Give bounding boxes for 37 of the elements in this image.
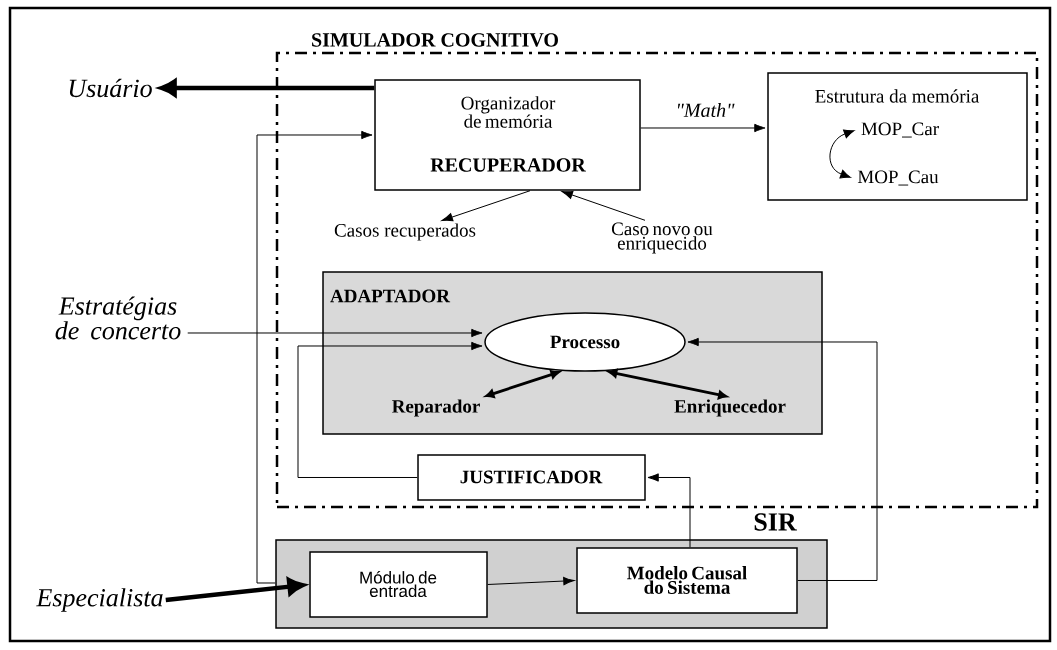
component-label: Enriquecedor [674, 399, 786, 417]
box-label: RECUPERADOR [430, 158, 586, 172]
arrow [640, 123, 766, 133]
flow-label: Caso novo ou enriquecido [611, 222, 713, 254]
box-label: Módulo de entrada [360, 570, 437, 598]
component-label: Reparador [392, 399, 480, 417]
module-box [767, 72, 1028, 201]
box-label: SIMULADOR COGNITIVO [312, 33, 558, 47]
module-box [309, 551, 488, 618]
box-label: Modelo Causal do Sistema [627, 566, 747, 594]
arrow [485, 370, 560, 399]
arrow [297, 341, 483, 478]
actor-label: Usuário [69, 78, 152, 98]
box-label: Estrutura da memória [815, 89, 980, 103]
arrow [441, 190, 531, 222]
box-label: JUSTIFICADOR [460, 470, 603, 484]
flow-label: Casos recuperados [334, 223, 476, 241]
arrow [256, 130, 373, 584]
box-label: ADAPTADOR [330, 289, 451, 303]
box-label: Organizador de memória [461, 96, 556, 128]
arrow [829, 129, 855, 179]
actor-label: Especialista [36, 588, 163, 612]
arrow [487, 576, 575, 586]
box-label: SIR [754, 513, 797, 531]
dashed-region [275, 33, 1039, 509]
module-box [417, 454, 646, 501]
arrow [561, 190, 646, 221]
arrow [608, 369, 728, 400]
memory-label: MOP_Cau [857, 170, 939, 186]
arrow [647, 473, 691, 548]
actor-label: Estratégias de concerto [55, 296, 181, 340]
arrow [187, 328, 483, 338]
module-box [374, 79, 641, 191]
module-box [576, 547, 798, 614]
edge-label: "Math" [678, 102, 735, 118]
arrow [687, 337, 878, 581]
memory-label: MOP_Car [861, 122, 939, 138]
